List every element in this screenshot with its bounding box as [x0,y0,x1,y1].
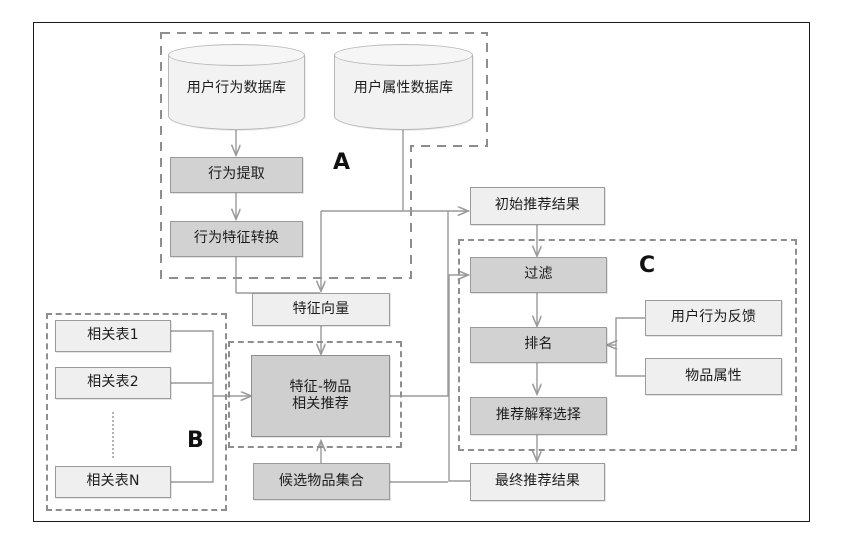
cylinder-body [168,55,305,130]
group-c-letter: C [639,253,656,278]
node-feature-item-recommend[interactable]: 特征-物品 相关推荐 [251,355,390,437]
node-user-behavior-feedback[interactable]: 用户行为反馈 [645,300,782,336]
node-label: 相关表N [86,473,140,490]
node-label: 特征向量 [292,300,350,317]
node-candidate-item-set[interactable]: 候选物品集合 [253,463,390,500]
node-relation-table-1[interactable]: 相关表1 [55,320,171,352]
node-user-behavior-db[interactable]: 用户行为数据库 [168,44,305,130]
node-behavior-feature-transform[interactable]: 行为特征转换 [170,221,303,257]
node-item-attribute[interactable]: 物品属性 [645,358,782,395]
node-label: 行为特征转换 [193,230,280,247]
node-ranking[interactable]: 排名 [470,327,607,363]
node-label: 初始推荐结果 [494,197,581,214]
group-b-letter: B [187,428,204,453]
group-middle-region [228,341,402,448]
cylinder-top [334,44,473,66]
node-relation-table-n[interactable]: 相关表N [55,466,171,498]
node-final-result[interactable]: 最终推荐结果 [470,463,605,501]
node-label: 排名 [524,336,553,353]
node-label-line1: 特征-物品 [289,378,352,395]
node-label: 用户行为数据库 [186,80,287,96]
node-relation-table-2[interactable]: 相关表2 [55,367,171,399]
node-initial-result[interactable]: 初始推荐结果 [470,187,605,225]
group-b-region [46,313,227,511]
node-filter[interactable]: 过滤 [470,257,607,293]
group-c-region [458,239,797,451]
node-label: 最终推荐结果 [494,473,581,490]
node-label: 推荐解释选择 [495,407,582,424]
cylinder-body [334,55,473,130]
node-label-line2: 相关推荐 [292,396,349,412]
node-explanation-select[interactable]: 推荐解释选择 [470,397,607,435]
node-label: 候选物品集合 [278,472,365,489]
node-label: 用户属性数据库 [353,80,454,96]
cylinder-top [168,44,305,66]
node-label: 过滤 [524,266,553,283]
node-feature-vector[interactable]: 特征向量 [252,293,390,326]
node-behavior-extract[interactable]: 行为提取 [170,157,303,193]
ellipsis-dots [112,412,116,458]
node-user-attribute-db[interactable]: 用户属性数据库 [334,44,473,130]
node-label: 用户行为反馈 [670,309,757,326]
node-label: 相关表2 [87,374,139,391]
group-a-letter: A [333,150,351,175]
node-label: 行为提取 [208,166,265,183]
node-label: 物品属性 [685,367,742,384]
node-label: 相关表1 [87,327,139,344]
